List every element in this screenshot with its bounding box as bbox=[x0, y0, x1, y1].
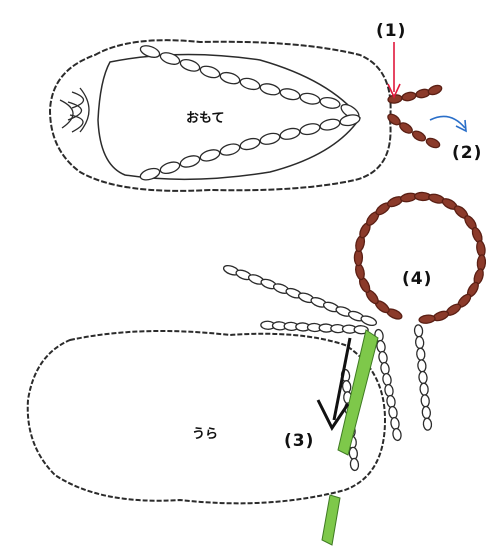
top-figure: おもて bbox=[48, 39, 392, 192]
white-yarn-chains bbox=[222, 264, 433, 472]
chain-stitch bbox=[421, 405, 432, 420]
chain-stitch bbox=[417, 359, 427, 373]
chain-stitch bbox=[139, 45, 161, 58]
chain-stitch bbox=[199, 65, 221, 79]
chain-stitch bbox=[299, 123, 321, 136]
chain-stitch bbox=[199, 149, 221, 162]
chain-stitch bbox=[339, 114, 361, 127]
chain-stitch bbox=[360, 315, 378, 327]
chain-stitch bbox=[414, 335, 425, 350]
chain-stitch bbox=[392, 427, 402, 442]
chain-stitch bbox=[422, 417, 433, 431]
chain-stitch bbox=[279, 127, 301, 140]
chain-stitch bbox=[159, 161, 181, 175]
chain-stitch bbox=[319, 118, 341, 131]
chain-stitch bbox=[384, 383, 394, 398]
toe-rosette bbox=[59, 87, 90, 133]
red-arrow bbox=[387, 42, 401, 99]
chain-stitch bbox=[416, 347, 426, 361]
chain-stitch bbox=[388, 405, 398, 420]
chain-stitch bbox=[425, 137, 441, 149]
chain-stitch bbox=[382, 372, 392, 387]
chain-stitch bbox=[348, 446, 359, 460]
chain-stitch bbox=[353, 325, 369, 335]
step-1-label: (1) bbox=[376, 21, 406, 41]
chain-stitch bbox=[387, 113, 401, 126]
chain-stitch bbox=[378, 350, 388, 365]
bottom-figure: うら bbox=[26, 330, 387, 505]
chain-stitch bbox=[279, 88, 301, 101]
chain-stitch bbox=[349, 457, 360, 472]
chain-stitch bbox=[259, 83, 281, 96]
chain-stitch bbox=[239, 137, 261, 151]
chain-stitch bbox=[399, 122, 413, 134]
crochet-hook bbox=[321, 329, 379, 546]
chain-stitch bbox=[390, 416, 400, 431]
bottom-face-label: うら bbox=[192, 427, 218, 442]
chain-stitch bbox=[401, 91, 417, 102]
bottom-outline bbox=[26, 330, 387, 505]
step-3-label: (3) bbox=[284, 431, 314, 451]
chain-stitch bbox=[411, 130, 427, 142]
chain-stitch bbox=[341, 380, 352, 394]
chain-stitch bbox=[413, 324, 424, 338]
top-inner-outline bbox=[97, 53, 361, 181]
chain-stitch bbox=[239, 77, 261, 91]
chain-stitch bbox=[380, 361, 390, 376]
step-2-label: (2) bbox=[452, 143, 482, 163]
brown-loop bbox=[353, 191, 487, 324]
chain-stitch bbox=[386, 394, 396, 409]
chain-stitch bbox=[427, 84, 443, 96]
chain-stitch bbox=[418, 370, 428, 385]
chain-stitch bbox=[179, 59, 201, 72]
chain-stitch bbox=[219, 71, 241, 85]
chain-stitch bbox=[419, 382, 429, 396]
chain-stitch bbox=[139, 167, 161, 181]
chain-stitch bbox=[219, 143, 241, 156]
top-inner-chain bbox=[139, 45, 361, 181]
step-4-label: (4) bbox=[402, 269, 432, 289]
top-brown-chain bbox=[387, 84, 443, 149]
top-face-label: おもて bbox=[186, 111, 224, 126]
chain-stitch bbox=[418, 314, 436, 324]
blue-arrow bbox=[429, 115, 467, 133]
chain-stitch bbox=[420, 394, 430, 408]
chain-stitch bbox=[319, 96, 341, 109]
chain-stitch bbox=[259, 132, 281, 145]
chain-stitch bbox=[159, 52, 181, 65]
top-outer-outline bbox=[48, 39, 392, 192]
black-arrow bbox=[316, 337, 352, 431]
chain-stitch bbox=[299, 92, 321, 105]
chain-stitch bbox=[179, 155, 201, 168]
